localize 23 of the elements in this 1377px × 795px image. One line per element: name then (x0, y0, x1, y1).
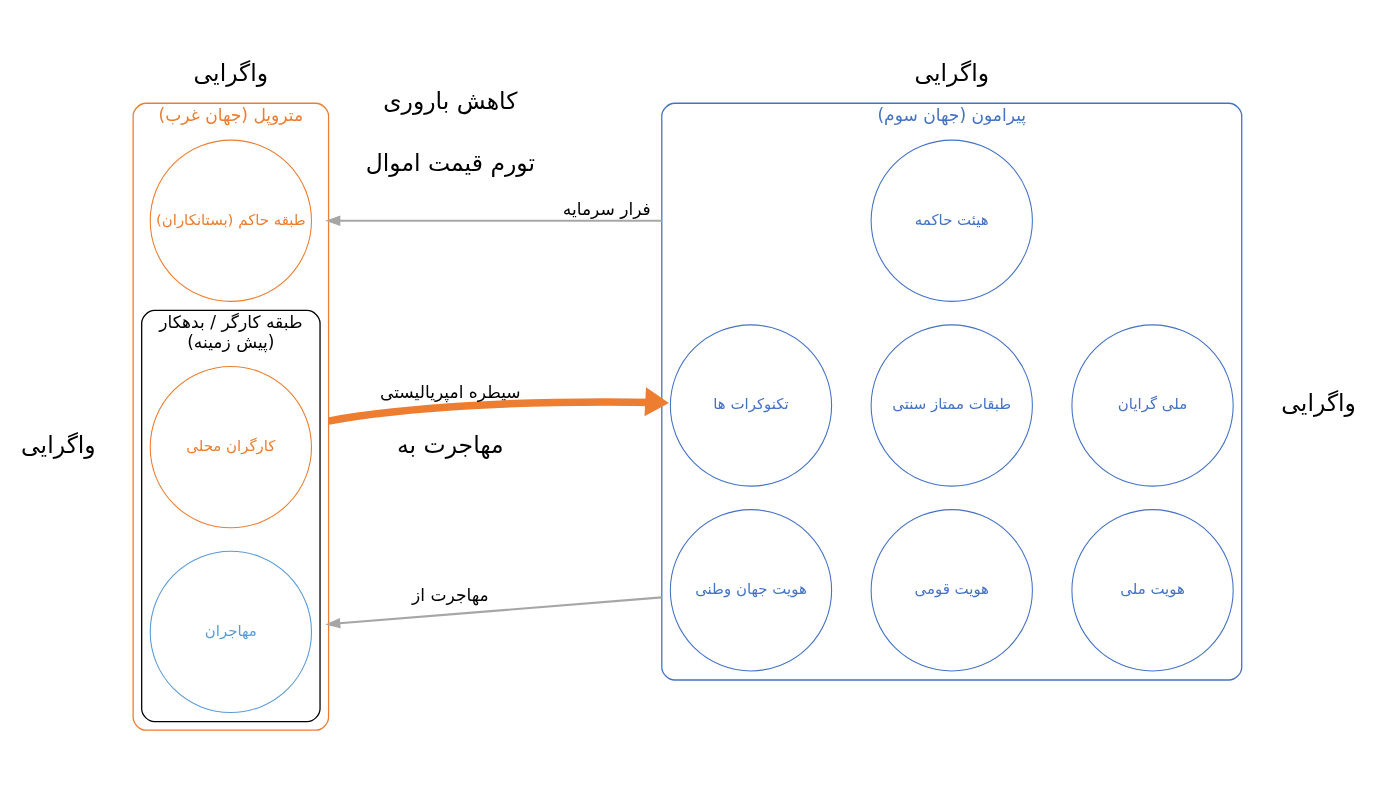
arrow (325, 596, 662, 629)
label: واگرایی (1281, 389, 1356, 418)
label: واگرایی (21, 431, 96, 460)
label: کاهش باروری (383, 87, 518, 116)
label: واگرایی (914, 59, 990, 88)
edge-label: مهاجرت از (411, 584, 489, 605)
node-circle: تکنوکرات ها (669, 324, 833, 487)
label: واگرایی (193, 59, 269, 88)
node-circle: هیئت حاکمه (870, 139, 1033, 302)
node-circle: ملی گرایان (1071, 324, 1234, 487)
node-circle: کارگران محلی (149, 366, 313, 529)
arrow (325, 215, 662, 226)
node-circle: طبقه حاکم (بستانکاران) (149, 139, 313, 302)
node-circle: هویت جهان وطنی (669, 509, 833, 672)
node-circle: هویت قومی (870, 509, 1033, 672)
label: مهاجرت به (396, 431, 504, 460)
arrow (327, 387, 669, 425)
node-circle: مهاجران (149, 550, 313, 714)
node-circle: هویت ملی (1071, 509, 1234, 672)
node-circle: طبقات ممتاز سنتی (870, 324, 1033, 487)
edge-label: سیطره امپریالیستی (379, 381, 521, 402)
edge-label: فرار سرمایه (562, 199, 651, 220)
label: تورم قیمت اموال (365, 149, 535, 178)
